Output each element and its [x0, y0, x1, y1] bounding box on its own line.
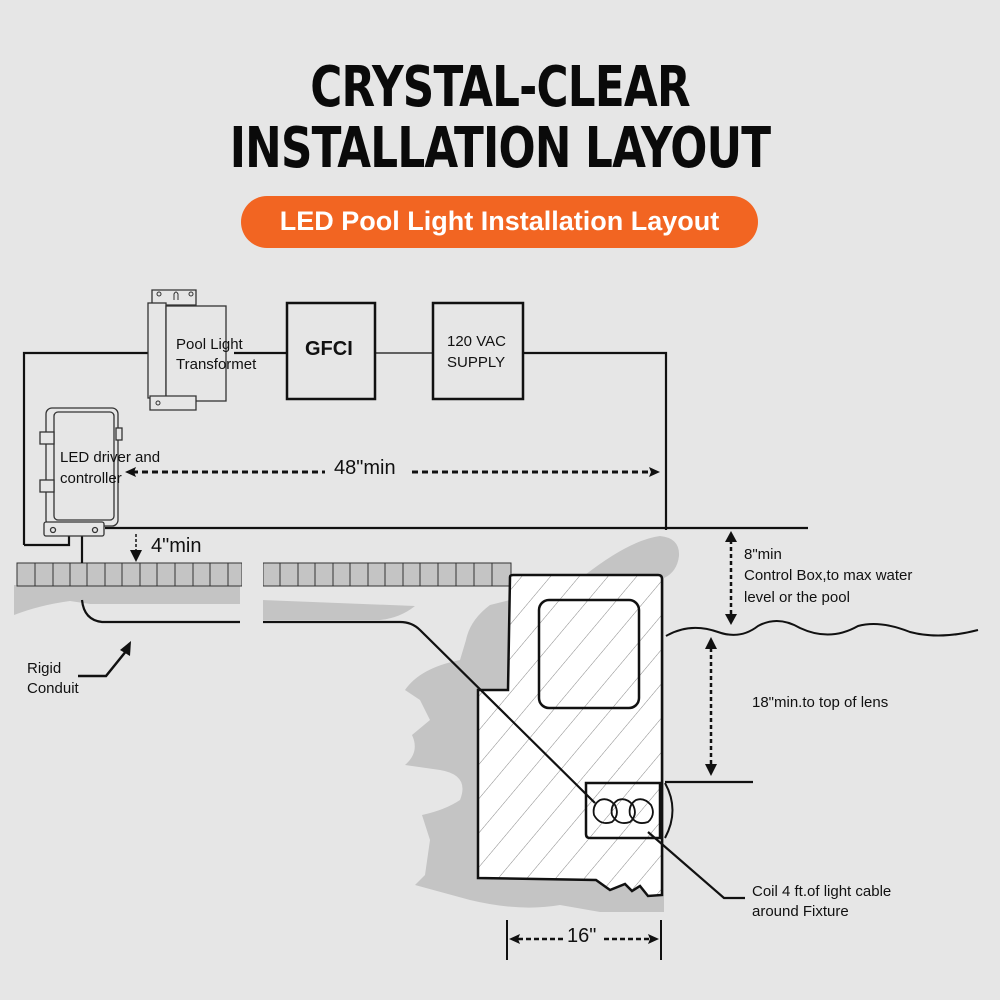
dimension-18in-label: 18"min.to top of lens — [752, 694, 889, 711]
water-surface — [665, 620, 979, 637]
supply-label-line2: SUPPLY — [447, 354, 506, 371]
control-box-note-line1: Control Box,to max water — [744, 567, 913, 584]
coil-icon — [592, 798, 654, 824]
dimension-48in — [125, 467, 660, 477]
title-line-2: INSTALLATION LAYOUT — [229, 116, 771, 181]
led-driver-box — [39, 407, 123, 537]
gfci-box — [285, 301, 377, 401]
light-niche — [476, 573, 674, 898]
supply-label-line1: 120 VAC — [447, 333, 506, 350]
lens-arc — [664, 782, 674, 839]
control-box-note-line2: level or the pool — [744, 589, 850, 606]
coil-label-line2: around Fixture — [752, 903, 849, 920]
dimension-48in-label: 48"min — [334, 457, 396, 479]
gfci-label: GFCI — [305, 338, 353, 360]
dimension-8in — [725, 531, 737, 625]
transformer-label-line2: Transformet — [176, 356, 257, 373]
conduit-label-line1: Rigid — [27, 660, 62, 677]
title-line-1: CRYSTAL-CLEAR — [310, 55, 690, 120]
subtitle-pill: LED Pool Light Installation Layout — [241, 196, 758, 248]
dimension-4in-label: 4"min — [151, 535, 202, 557]
driver-label-line2: controller — [60, 470, 122, 487]
conduit-label-line2: Conduit — [27, 680, 79, 697]
conduit-pointer-arrow — [78, 641, 131, 678]
wiring — [22, 351, 808, 900]
light-fixture — [584, 781, 662, 840]
dimension-8in-label: 8"min — [744, 546, 782, 563]
pool-light-transformer — [147, 289, 227, 411]
coil-label-line1: Coil 4 ft.of light cable — [752, 883, 892, 900]
transformer-label-line1: Pool Light — [176, 336, 243, 353]
dimension-18in — [705, 637, 717, 776]
supply-box — [431, 301, 525, 401]
driver-label-line1: LED driver and — [60, 449, 161, 466]
junction-box — [537, 598, 641, 710]
dimension-16in — [506, 920, 662, 960]
dimension-16in-label: 16" — [567, 925, 597, 947]
dimension-4in — [130, 534, 142, 562]
pool-deck-coping — [16, 555, 512, 635]
